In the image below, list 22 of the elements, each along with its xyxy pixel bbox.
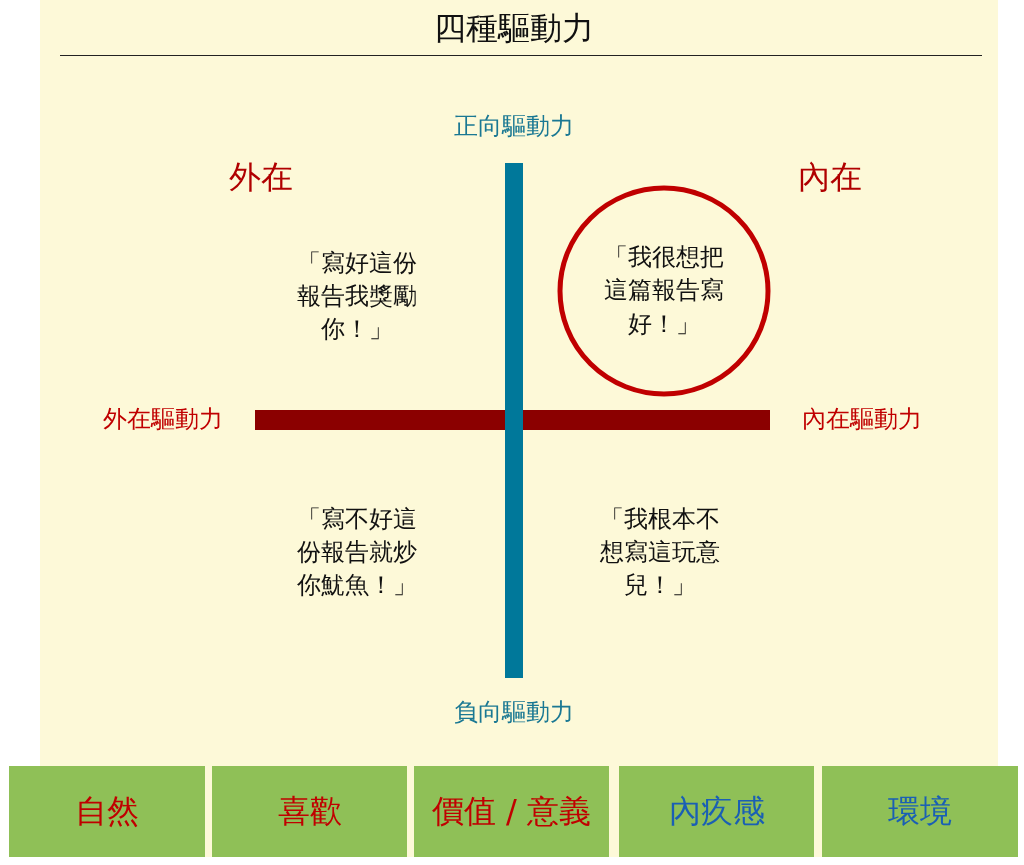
category-label: 內疚感 (668, 790, 765, 832)
highlight-circle (557, 185, 771, 397)
quote-text: 「我很想把這篇報告寫好！」 (603, 242, 725, 340)
quote-text: 「我根本不想寫這玩意兒！」 (599, 504, 721, 602)
category-label: 價值 / 意義 (431, 790, 592, 832)
category-tile (619, 766, 814, 857)
axis-label: 負向驅動力 (454, 697, 574, 729)
axis-label: 外在驅動力 (103, 404, 223, 436)
quadrant-heading: 外在 (229, 156, 293, 198)
axis-label: 內在驅動力 (802, 404, 922, 436)
category-tile (822, 766, 1018, 857)
title: 四種驅動力 (434, 7, 594, 49)
quote-text: 「寫好這份報告我獎勵你！」 (296, 248, 418, 346)
category-tile (9, 766, 205, 857)
quote-text: 「寫不好這份報告就炒你魷魚！」 (296, 504, 418, 602)
quadrant-heading: 內在 (798, 156, 862, 198)
axis-label: 正向驅動力 (454, 111, 574, 143)
category-label: 自然 (75, 790, 139, 832)
category-tile (414, 766, 609, 857)
category-label: 喜歡 (277, 790, 342, 832)
category-tile (212, 766, 407, 857)
category-label: 環境 (888, 790, 952, 832)
